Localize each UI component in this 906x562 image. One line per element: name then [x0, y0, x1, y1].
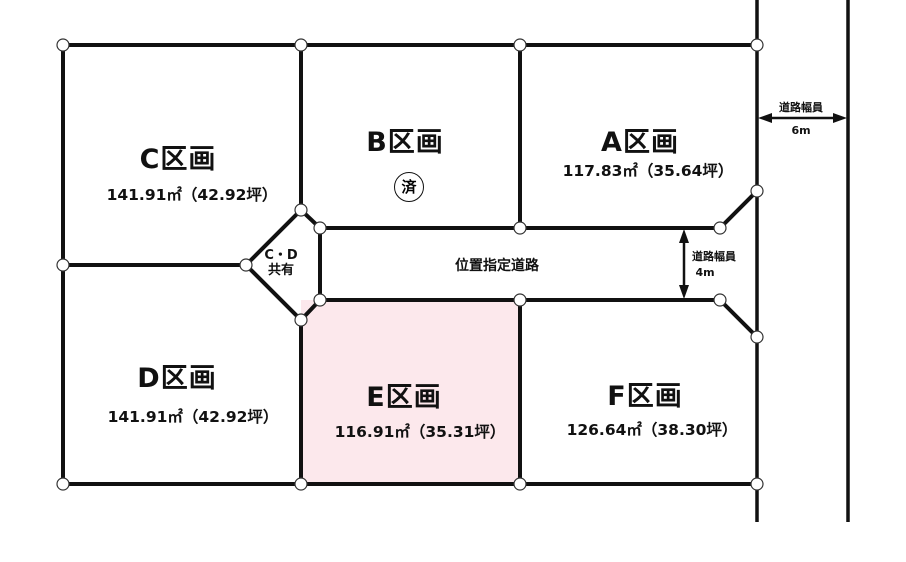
shared-area-label-line2: 共有	[267, 263, 295, 278]
lot-e-area: 116.91㎡（35.31坪）	[334, 423, 506, 441]
lot-c-title: C区画	[139, 144, 217, 175]
private-road-width-label: 道路幅員	[692, 250, 736, 263]
private-road-label: 位置指定道路	[455, 258, 539, 274]
private-road-width-value: 4m	[695, 266, 715, 279]
lot-d-area: 141.91㎡（42.92坪）	[107, 408, 279, 426]
lot-e-title: E区画	[366, 382, 442, 413]
lot-f-area: 126.64㎡（38.30坪）	[566, 421, 738, 439]
lot-a-area: 117.83㎡（35.64坪）	[562, 162, 734, 180]
lot-c-area: 141.91㎡（42.92坪）	[106, 186, 278, 204]
public-road-width-value: 6m	[791, 124, 811, 137]
lot-f-title: F区画	[607, 381, 683, 412]
shared-area-label-line1: C・D	[264, 248, 298, 263]
lot-b-sold-badge: 済	[394, 172, 424, 202]
public-road-width-label: 道路幅員	[779, 101, 823, 114]
lot-a-title: A区画	[601, 127, 679, 158]
lot-d-title: D区画	[137, 363, 217, 394]
boundary-markers	[56, 38, 764, 491]
lot-e-fill	[301, 300, 520, 484]
lot-b-title: B区画	[366, 127, 444, 158]
